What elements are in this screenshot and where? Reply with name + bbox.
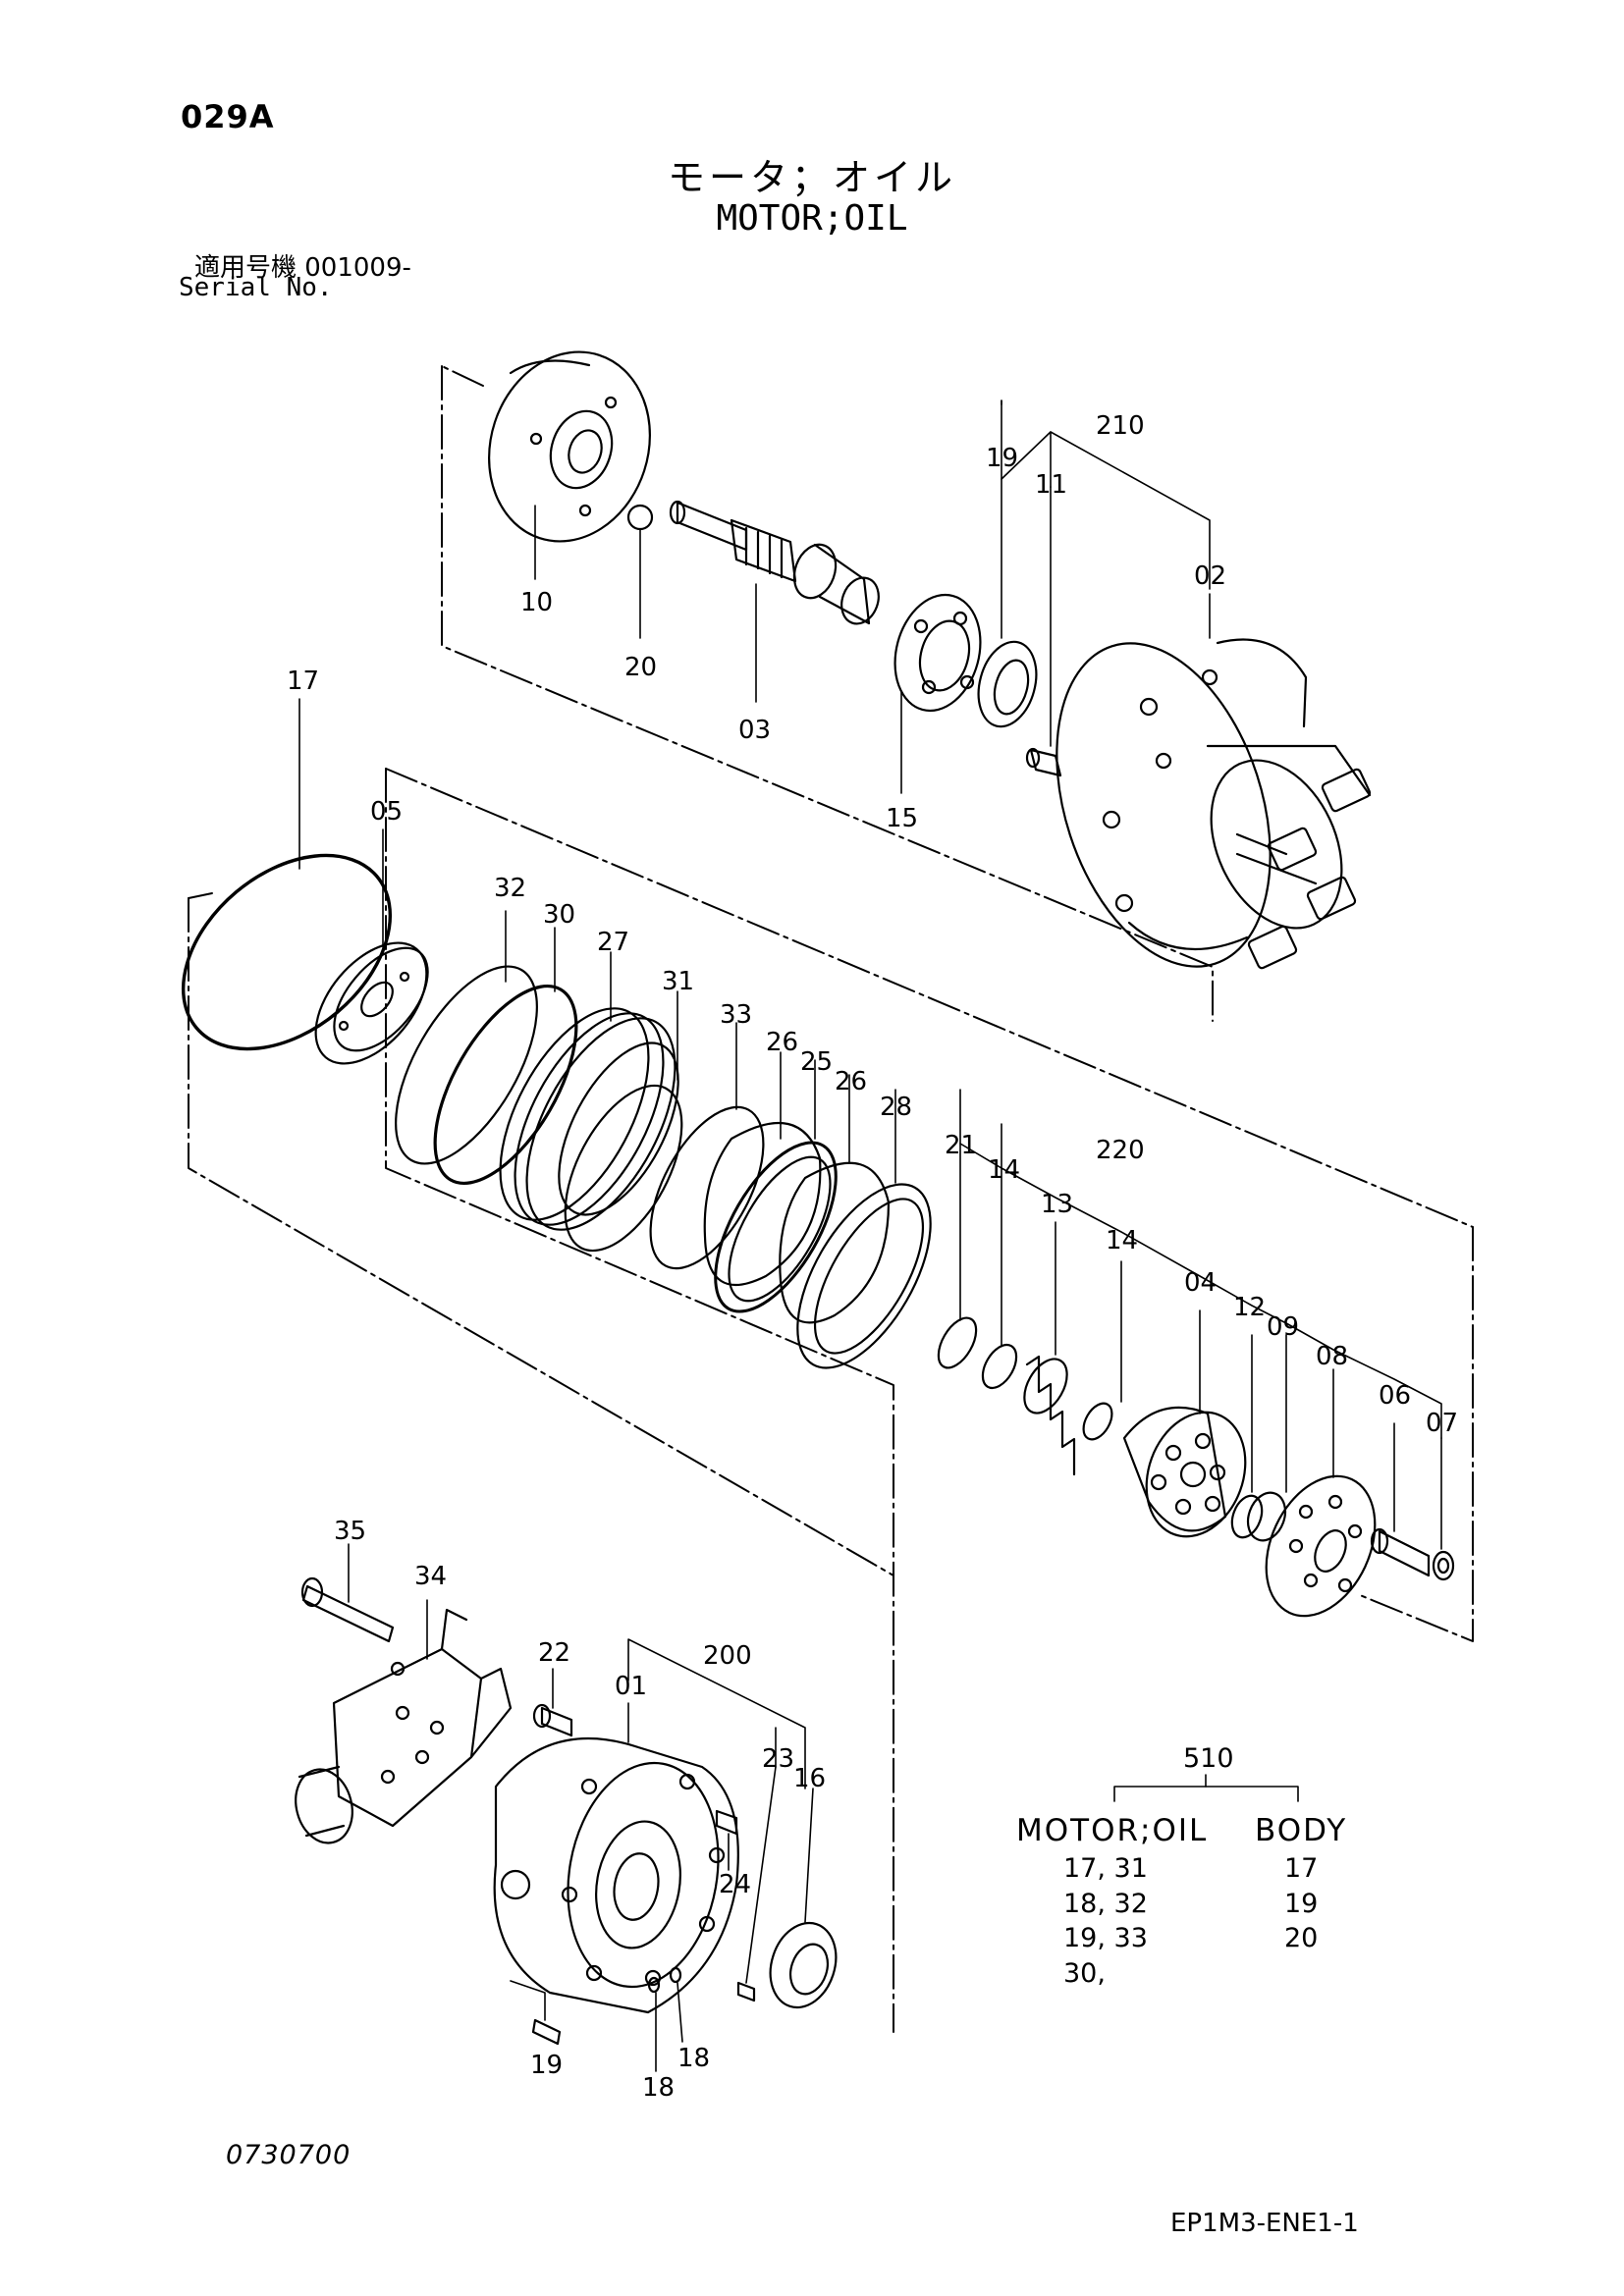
kit-row-4-col1: 30, (1063, 1958, 1106, 1989)
part-03-shaft (669, 500, 880, 703)
callout-30: 30 (543, 900, 575, 930)
kit-number: 510 (1183, 1743, 1234, 1774)
part-20-ball (626, 504, 654, 639)
page-title-japanese: モータ；オイル (667, 156, 956, 199)
callout-04: 04 (1184, 1268, 1217, 1298)
callout-23: 23 (762, 1744, 794, 1774)
part-02-housing (1056, 593, 1372, 970)
callout-26: 26 (766, 1028, 798, 1057)
part-33-ring (649, 1022, 765, 1270)
kit-row-2-col1: 18, 32 (1063, 1889, 1148, 1919)
part-10-disc (488, 350, 651, 580)
callout-labels: 10 20 03 15 19 11 210 02 17 05 32 30 27 … (287, 411, 1458, 2103)
callout-19: 19 (986, 444, 1018, 473)
part-28-ring (796, 1089, 932, 1369)
callout-24: 24 (719, 1870, 751, 1899)
part-27-piston (499, 951, 679, 1231)
part-04-cylinder-block (1122, 1309, 1247, 1538)
callout-210: 210 (1096, 411, 1145, 441)
part-21-snap-ring (937, 1143, 978, 1369)
assembly-outlines (188, 365, 1474, 2033)
part-12-spline (1230, 1334, 1264, 1539)
part-22-screw (532, 1668, 573, 1737)
part-34-valve-block (295, 1599, 513, 1844)
callout-18: 18 (642, 2073, 675, 2103)
serial-label-english: Serial No. (179, 273, 333, 302)
part-30-ring (433, 927, 578, 1186)
callout-18: 18 (677, 2044, 710, 2073)
kit-row-2-col2: 19 (1284, 1889, 1318, 1919)
part-23-pin (736, 1766, 777, 2002)
callout-10: 10 (520, 588, 553, 617)
callout-33: 33 (720, 1000, 752, 1030)
callout-26: 26 (835, 1067, 867, 1096)
callout-14: 14 (988, 1155, 1020, 1185)
callout-34: 34 (414, 1562, 447, 1591)
part-06-piston (1370, 1422, 1431, 1577)
callout-08: 08 (1316, 1342, 1348, 1371)
drawing-code: 0730700 (226, 2140, 352, 2170)
kit-table: 510 MOTOR;OIL BODY 17, 31 17 18, 32 19 1… (1016, 1743, 1347, 1989)
callout-16: 16 (793, 1764, 826, 1793)
callout-25: 25 (800, 1047, 833, 1077)
document-id: EP1M3-ENE1-1 (1170, 2209, 1359, 2238)
callout-17: 17 (287, 667, 319, 696)
callout-12: 12 (1233, 1293, 1266, 1322)
part-14-washer (981, 1167, 1018, 1390)
part-09-ball-guide (1246, 1334, 1287, 1542)
callout-31: 31 (662, 967, 694, 996)
callout-15: 15 (886, 804, 918, 833)
part-13-spring (1023, 1221, 1076, 1476)
part-07-shoe (1432, 1437, 1455, 1581)
part-14b-washer (1082, 1260, 1122, 1441)
callout-27: 27 (597, 928, 629, 957)
callout-06: 06 (1379, 1381, 1411, 1411)
serial-label-japanese: 適用号機 001009- (194, 253, 411, 283)
part-26b-friction-plate (779, 1074, 891, 1324)
part-16-bearing (769, 1788, 838, 2009)
callout-28: 28 (880, 1093, 912, 1122)
callout-19: 19 (530, 2051, 563, 2080)
kit-row-3-col1: 19, 33 (1063, 1923, 1148, 1953)
kit-row-1-col2: 17 (1284, 1853, 1318, 1884)
part-01-cover (493, 1702, 739, 2014)
callout-02: 02 (1194, 561, 1226, 591)
callout-32: 32 (494, 874, 526, 903)
callout-220: 220 (1096, 1136, 1145, 1165)
part-19b-screw (510, 1980, 562, 2046)
callout-01: 01 (615, 1672, 647, 1701)
callout-21: 21 (945, 1131, 977, 1160)
callout-07: 07 (1426, 1409, 1458, 1438)
kit-row-3-col2: 20 (1284, 1923, 1318, 1953)
callout-11: 11 (1035, 470, 1067, 500)
assembly-brackets (627, 400, 1442, 1802)
callout-20: 20 (624, 653, 657, 682)
page-code: 029A (181, 98, 275, 135)
part-24-pin (715, 1809, 738, 1871)
callout-05: 05 (370, 797, 403, 827)
kit-header-motor-oil: MOTOR;OIL (1016, 1813, 1208, 1848)
callout-09: 09 (1267, 1312, 1299, 1342)
part-35-bolt (300, 1543, 395, 1643)
part-19-seal (977, 478, 1038, 728)
callout-14: 14 (1106, 1226, 1138, 1255)
callout-13: 13 (1041, 1190, 1073, 1219)
part-15-bearing (893, 593, 982, 794)
part-18-pins (647, 1966, 683, 2072)
kit-row-1-col1: 17, 31 (1063, 1853, 1148, 1884)
part-11-plug (1025, 486, 1062, 777)
kit-header-body: BODY (1255, 1813, 1347, 1848)
callout-35: 35 (334, 1517, 366, 1546)
part-05-plate (314, 828, 429, 1065)
part-25-separator-plate (714, 1059, 838, 1313)
part-31-ring (564, 990, 683, 1253)
callout-03: 03 (738, 716, 771, 745)
callout-200: 200 (703, 1641, 752, 1671)
part-08-retainer-plate (1265, 1368, 1377, 1618)
part-32-ring (395, 910, 538, 1165)
callout-22: 22 (538, 1638, 570, 1668)
part-26-friction-plate (703, 1051, 822, 1287)
page-title-english: MOTOR;OIL (716, 198, 908, 239)
